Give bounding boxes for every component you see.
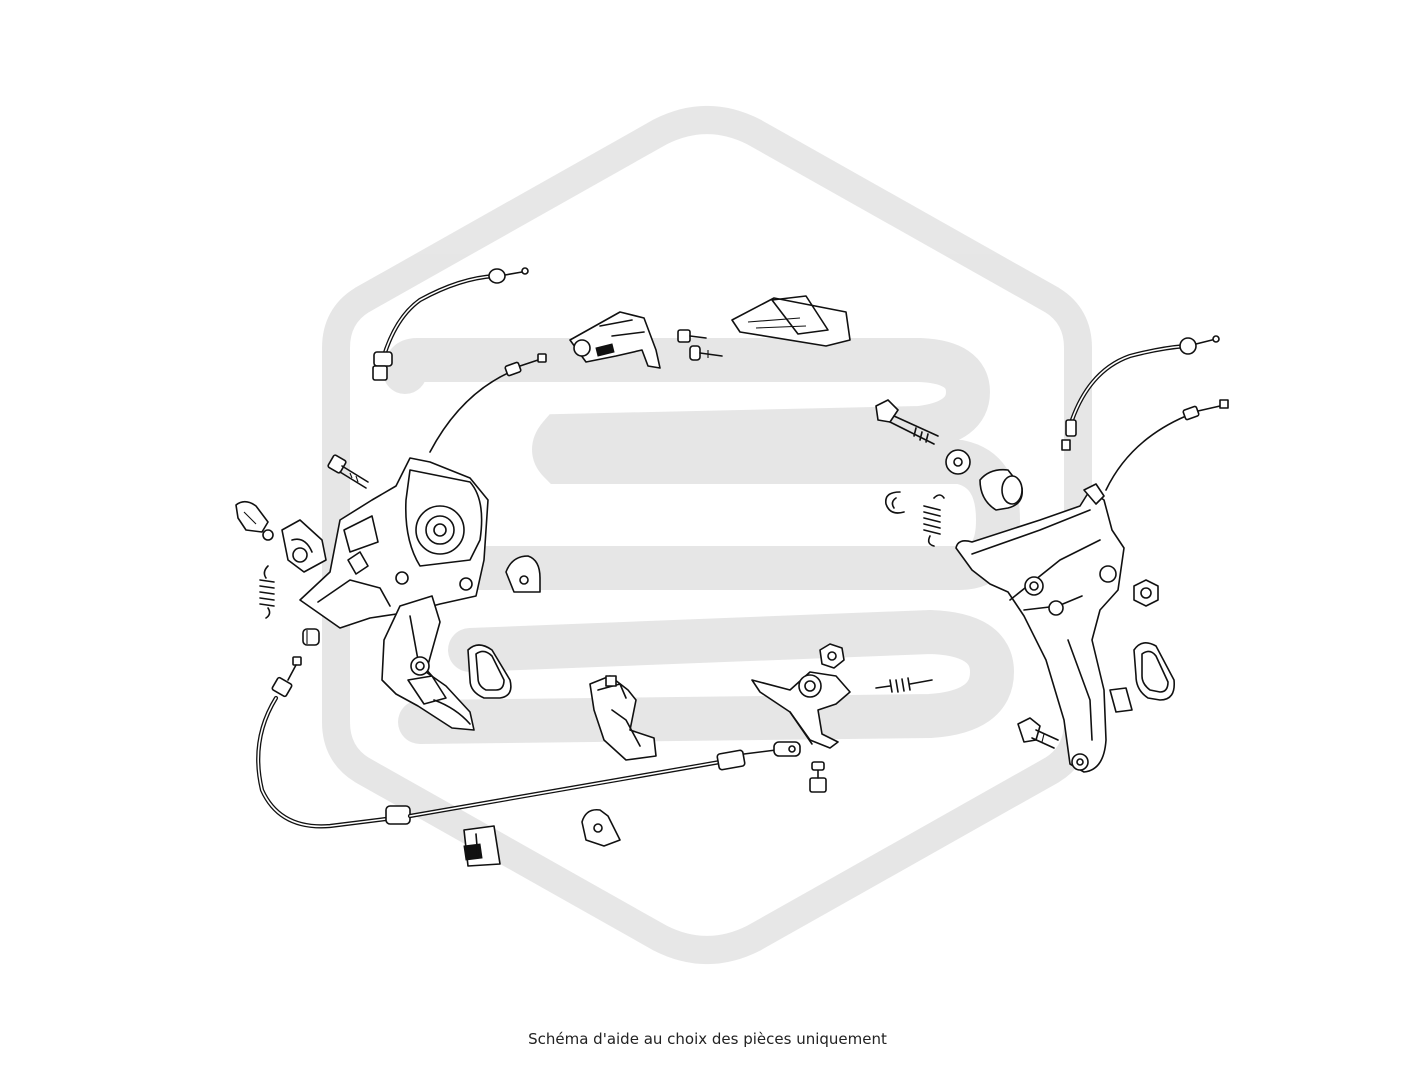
pedal-pad-right <box>1133 642 1176 701</box>
plastic-clip-left <box>235 500 274 541</box>
nut-right <box>1133 579 1159 607</box>
pedal-pad-left <box>467 644 512 699</box>
cable-holder-left <box>281 519 327 573</box>
saddle-clamp <box>581 808 621 847</box>
right-lever-cable[interactable] <box>1105 399 1229 491</box>
lever-mechanism-top <box>569 311 661 369</box>
diagram-caption: Schéma d'aide au choix des pièces unique… <box>528 1030 887 1048</box>
guide-plate <box>731 295 851 347</box>
upper-right-cable[interactable] <box>1061 335 1220 451</box>
return-spring-left <box>259 565 275 619</box>
small-spring-center <box>875 677 933 693</box>
long-rear-cable[interactable] <box>256 656 801 829</box>
washer-right <box>945 449 971 475</box>
bushing-left <box>302 628 320 646</box>
cable-clip-bottom <box>463 825 501 867</box>
bushing-right <box>979 468 1024 511</box>
adjuster-lever <box>751 671 851 749</box>
circlip-right <box>884 491 905 514</box>
parking-brake-pedal-assembly[interactable] <box>299 457 489 731</box>
mounting-bracket-small <box>505 555 541 593</box>
upper-left-cable[interactable] <box>372 267 529 381</box>
ratchet-bracket-center <box>589 675 657 761</box>
screws-top-center <box>677 329 723 361</box>
watermark-logo-icon <box>322 106 1092 964</box>
bolt-right-top <box>875 399 939 445</box>
bolt-left-top <box>327 454 369 489</box>
return-spring-right <box>923 494 945 547</box>
nut-center <box>819 643 845 669</box>
parking-brake-lever-assembly-right[interactable] <box>955 483 1133 773</box>
bolt-right-bottom <box>1017 717 1059 749</box>
left-pedal-cable[interactable] <box>429 353 547 453</box>
screw-bottom <box>809 761 827 793</box>
